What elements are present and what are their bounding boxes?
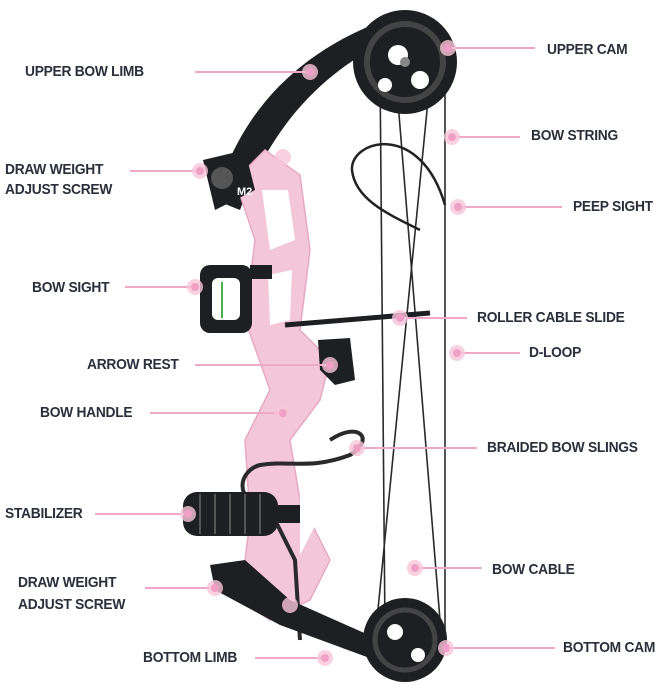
stabilizer — [183, 492, 300, 536]
bow-strings — [374, 60, 446, 641]
upper-cam — [353, 10, 457, 114]
bow-sight — [200, 265, 272, 333]
leader-lines — [95, 47, 562, 659]
callout-dots — [180, 40, 466, 666]
riser-cutouts — [262, 190, 318, 555]
label-peep-sight: PEEP SIGHT — [573, 198, 653, 215]
label-draw-weight-bottom-line1: DRAW WEIGHT — [18, 574, 117, 591]
label-stabilizer: STABILIZER — [5, 505, 83, 522]
riser-badge: M2 — [237, 186, 252, 198]
label-braided-bow-slings: BRAIDED BOW SLINGS — [487, 439, 638, 456]
peep-sight-tube — [350, 143, 447, 232]
draw-weight-screw-top: M2 — [203, 150, 255, 210]
label-bottom-cam: BOTTOM CAM — [563, 639, 656, 656]
bottom-cam — [363, 598, 447, 682]
label-arrow-rest: ARROW REST — [87, 356, 179, 373]
label-bottom-limb: BOTTOM LIMB — [143, 649, 238, 666]
label-draw-weight-bottom-line2: ADJUST SCREW — [18, 596, 126, 613]
label-bow-cable: BOW CABLE — [492, 561, 575, 578]
label-draw-weight-top-line2: ADJUST SCREW — [5, 181, 113, 198]
label-d-loop: D-LOOP — [529, 344, 582, 361]
label-bow-string: BOW STRING — [531, 127, 618, 144]
label-bow-handle: BOW HANDLE — [40, 404, 133, 421]
label-roller-cable-slide: ROLLER CABLE SLIDE — [477, 309, 625, 326]
label-upper-cam: UPPER CAM — [547, 41, 628, 58]
label-draw-weight-top-line1: DRAW WEIGHT — [5, 161, 104, 178]
label-bow-sight: BOW SIGHT — [32, 279, 110, 296]
label-upper-bow-limb: UPPER BOW LIMB — [25, 63, 144, 80]
